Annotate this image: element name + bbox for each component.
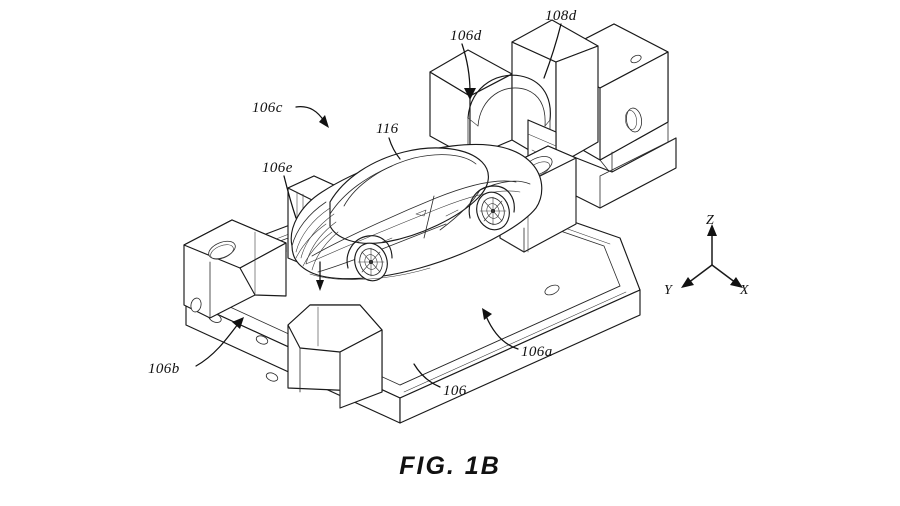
ref-label-106: 106	[443, 383, 467, 399]
ref-label-106e: 106e	[262, 160, 293, 176]
coordinate-triad	[681, 224, 743, 288]
axis-label-x: X	[740, 283, 749, 298]
vehicle-model	[290, 143, 543, 282]
rear-fixture-assembly	[429, 19, 677, 253]
ref-label-108d: 108d	[545, 8, 577, 24]
base-rail-holes	[208, 284, 560, 382]
axis-label-z: Z	[706, 213, 714, 228]
ref-label-106a: 106a	[521, 344, 553, 360]
leader-lines	[195, 23, 562, 388]
ref-label-106d: 106d	[450, 28, 482, 44]
axis-label-y: Y	[664, 283, 672, 298]
figure-caption: FIG. 1B	[399, 452, 501, 480]
ref-label-116: 116	[376, 121, 399, 137]
ref-label-106c: 106c	[252, 100, 283, 116]
ref-label-106b: 106b	[148, 361, 180, 377]
center-support-block-front	[287, 304, 383, 409]
contact-direction-arrow	[316, 261, 324, 291]
left-end-block	[183, 219, 287, 319]
